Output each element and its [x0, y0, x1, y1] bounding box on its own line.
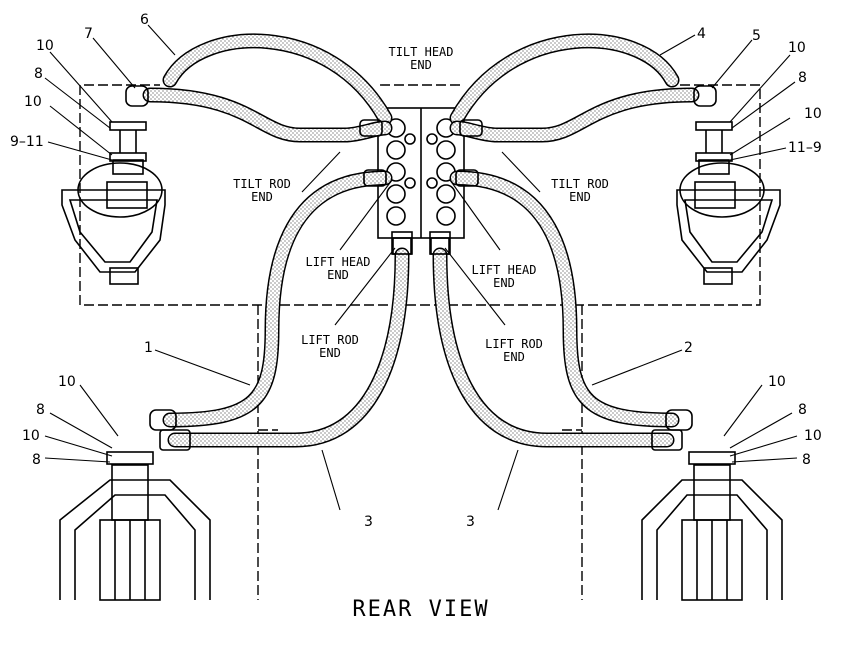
callout-5: 5 — [752, 28, 761, 44]
callout-10-top-right-b: 10 — [804, 106, 822, 122]
callout-8-bottom-left-b: 8 — [32, 452, 41, 468]
hose-tilt-rod-right — [449, 87, 700, 143]
callout-10-bottom-right-b: 10 — [804, 428, 822, 444]
callout-numbers: 6 4 7 5 10 8 10 9–11 10 8 10 11–9 1 2 3 … — [10, 12, 822, 530]
callout-11-9: 11–9 — [788, 140, 822, 156]
tilt-cylinder-right — [676, 121, 781, 285]
lift-head-end-right-label-1: LIFT HEAD — [471, 263, 536, 277]
callout-10-bottom-left-b: 10 — [22, 428, 40, 444]
callout-8-bottom-right-a: 8 — [798, 402, 807, 418]
upper-frame — [79, 84, 761, 306]
callout-2: 2 — [684, 340, 693, 356]
callout-7: 7 — [84, 26, 93, 42]
hose-3-left — [167, 247, 410, 448]
lift-head-end-left-label-2: END — [327, 268, 349, 282]
tilt-rod-end-left-label-2: END — [251, 190, 273, 204]
hose-2 — [449, 170, 680, 428]
leader-lines — [44, 24, 798, 511]
hose-fittings — [125, 85, 717, 451]
callout-6: 6 — [140, 12, 149, 28]
callout-9-11: 9–11 — [10, 134, 44, 150]
callout-8-bottom-left-a: 8 — [36, 402, 45, 418]
lower-frame — [257, 305, 583, 600]
callout-8-top-right: 8 — [798, 70, 807, 86]
callout-3-right: 3 — [466, 514, 475, 530]
callout-8-bottom-right-b: 8 — [802, 452, 811, 468]
tilt-cylinder-left — [61, 121, 166, 285]
callout-10-top-left-a: 10 — [36, 38, 54, 54]
hose-4 — [449, 33, 680, 126]
callout-3-left: 3 — [364, 514, 373, 530]
callout-4: 4 — [697, 26, 706, 42]
view-caption: REAR VIEW — [352, 597, 489, 622]
lift-rod-end-left-label-1: LIFT ROD — [301, 333, 359, 347]
lift-rod-end-right-label-1: LIFT ROD — [485, 337, 543, 351]
callout-8-top-left: 8 — [34, 66, 43, 82]
lift-head-end-right-label-2: END — [493, 276, 515, 290]
lift-head-end-left-label-1: LIFT HEAD — [305, 255, 370, 269]
manifold-fittings — [386, 118, 456, 226]
lift-cylinder-right — [641, 451, 783, 601]
tilt-head-end-label-1: TILT HEAD — [388, 45, 453, 59]
hose-tilt-rod-left — [142, 87, 393, 143]
lift-rod-end-right-label-2: END — [503, 350, 525, 364]
hose-6 — [162, 33, 393, 126]
port-labels: TILT HEAD END TILT ROD END TILT ROD END … — [233, 45, 609, 364]
hose-1 — [162, 170, 393, 428]
tilt-rod-end-left-label-1: TILT ROD — [233, 177, 291, 191]
lift-cylinder-left — [59, 451, 211, 601]
hose-3-right — [432, 247, 675, 448]
lift-rod-end-left-label-2: END — [319, 346, 341, 360]
hoses — [142, 33, 700, 448]
tilt-head-end-label-2: END — [410, 58, 432, 72]
callout-1: 1 — [144, 340, 153, 356]
tilt-rod-end-right-label-1: TILT ROD — [551, 177, 609, 191]
tilt-rod-end-right-label-2: END — [569, 190, 591, 204]
callout-10-top-left-b: 10 — [24, 94, 42, 110]
callout-10-top-right-a: 10 — [788, 40, 806, 56]
callout-10-bottom-right-a: 10 — [768, 374, 786, 390]
callout-10-bottom-left-a: 10 — [58, 374, 76, 390]
